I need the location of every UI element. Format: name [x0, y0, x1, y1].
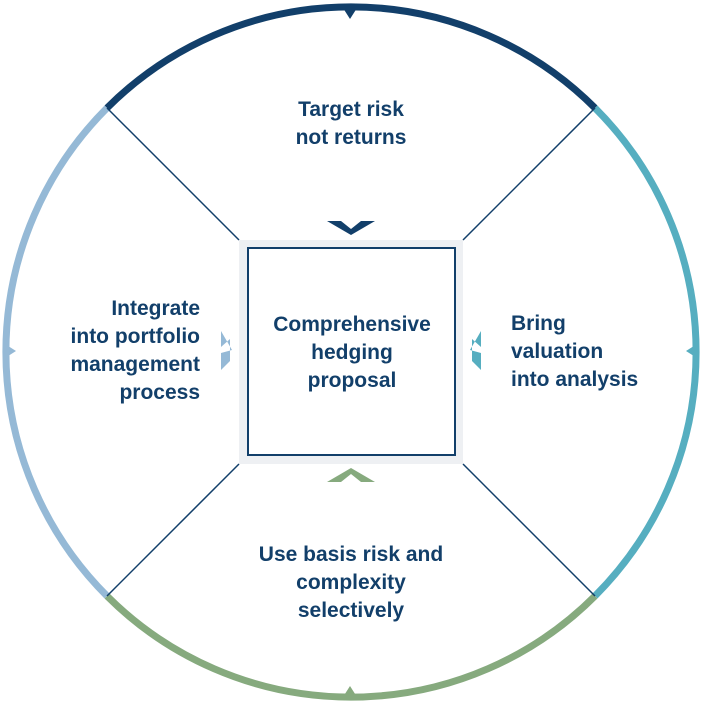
center-box [247, 247, 456, 456]
chevron-left-icon [470, 331, 481, 370]
divider-top-right [462, 107, 596, 241]
arc-bottom [104, 593, 598, 701]
chevron-down-icon [327, 221, 375, 235]
divider-bottom-left [106, 463, 240, 597]
arc-tick-left-icon [5, 344, 16, 358]
arc-top [104, 3, 598, 111]
segment-label-bottom: Use basis risk and complexity selectivel… [258, 543, 444, 622]
arc-tick-top-icon [343, 8, 357, 19]
arc-tick-bottom-icon [343, 686, 357, 697]
segment-label-left: Integrate into portfolio management proc… [70, 297, 200, 404]
segment-label-top: Target risk not returns [295, 98, 407, 149]
chevron-right-icon [221, 331, 232, 370]
chevron-up-icon [327, 468, 375, 482]
divider-top-left [106, 107, 240, 241]
segment-label-right: Bring valuation into analysis [511, 312, 639, 391]
center-label: Comprehensive hedging proposal [273, 313, 431, 392]
divider-bottom-right [462, 463, 596, 597]
arc-tick-right-icon [686, 344, 697, 358]
